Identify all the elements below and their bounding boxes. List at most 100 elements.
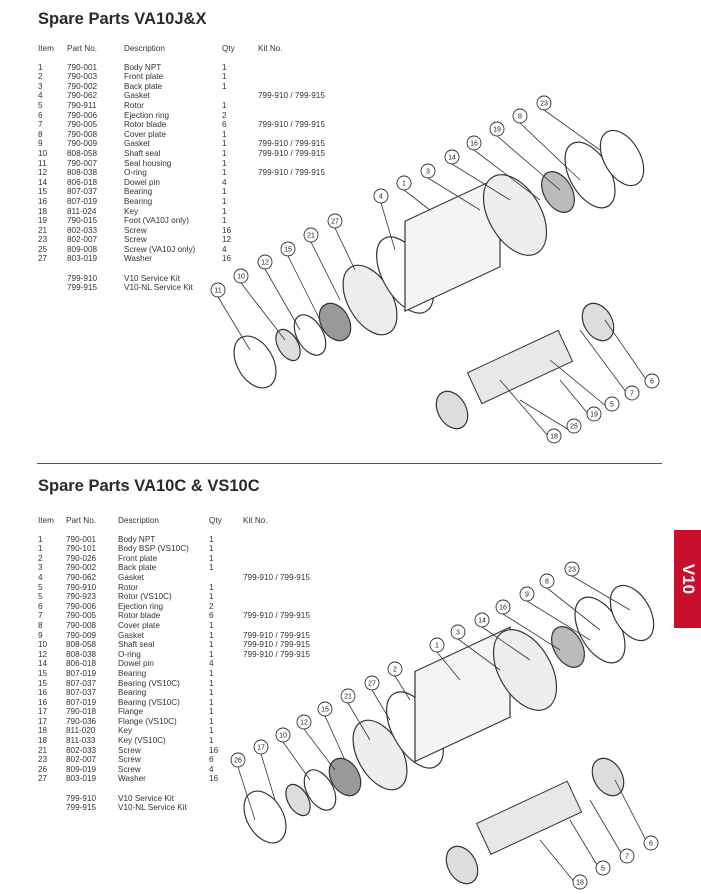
callout-number: 18 xyxy=(576,880,584,887)
header-qty: Qty xyxy=(222,44,235,53)
header-kit: Kit No. xyxy=(258,44,283,53)
callout-circle xyxy=(512,108,528,124)
callout-number: 10 xyxy=(279,733,287,740)
cell-desc: Front plate xyxy=(124,72,164,82)
cell-desc: O-ring xyxy=(118,649,141,659)
cell-part: 806-018 xyxy=(66,659,97,669)
callout-circle xyxy=(586,406,602,422)
cell-part: 811-033 xyxy=(66,736,96,746)
callout-number: 3 xyxy=(456,630,460,637)
cell-part: 802-007 xyxy=(66,755,97,765)
cell-part: 790-911 xyxy=(67,100,97,110)
callout-circle xyxy=(519,586,535,602)
cell-kit: 799-910 / 799-915 xyxy=(258,120,325,130)
cell-desc: Screw xyxy=(124,225,147,235)
cell-qty: 1 xyxy=(222,148,227,158)
cell-item: 3 xyxy=(38,81,43,91)
leader-line xyxy=(473,149,541,201)
cell-desc: Body BSP (VS10C) xyxy=(118,544,189,554)
leader-line xyxy=(549,359,613,412)
header-item: Item xyxy=(38,44,54,53)
callout-number: 25 xyxy=(570,424,578,431)
cell-qty: 1 xyxy=(209,640,214,650)
callout-number: 6 xyxy=(649,841,653,848)
cell-qty: 1 xyxy=(222,72,227,82)
cell-item: 12 xyxy=(38,649,48,659)
cell-qty: 1 xyxy=(222,206,227,216)
cell-item: 17 xyxy=(38,707,48,717)
leader-line xyxy=(334,227,356,271)
callout-number: 17 xyxy=(257,745,265,752)
leader-line xyxy=(217,296,251,351)
bearing-part xyxy=(318,302,352,342)
cell-item: 18 xyxy=(38,206,48,216)
cell-item: 19 xyxy=(38,216,48,226)
callout-number: 11 xyxy=(214,288,221,295)
cell-part: 809-008 xyxy=(67,244,98,254)
header-item: Item xyxy=(38,516,54,525)
cell-desc: Gasket xyxy=(124,91,150,101)
o-ring-part xyxy=(303,769,337,811)
callout-circle xyxy=(396,175,412,191)
cover-plate-part xyxy=(599,129,645,187)
callout-circle xyxy=(624,385,640,401)
leader-line xyxy=(481,626,531,661)
cell-qty: 1 xyxy=(222,196,227,206)
callout-circle xyxy=(604,396,620,412)
cell-qty: 1 xyxy=(209,630,214,640)
cell-item: 14 xyxy=(38,659,48,669)
cell-qty: 1 xyxy=(209,582,214,592)
cell-part: 790-062 xyxy=(67,91,98,101)
callout-number: 26 xyxy=(234,758,242,765)
cell-desc: Bearing xyxy=(118,688,147,698)
cell-item: 7 xyxy=(38,611,43,621)
kit-desc: V10 Service Kit xyxy=(118,793,174,803)
cell-desc: Washer xyxy=(124,254,152,264)
cell-item: 26 xyxy=(38,764,48,774)
cell-part: 811-020 xyxy=(66,726,96,736)
cell-item: 4 xyxy=(38,572,43,582)
header-part: Part No. xyxy=(67,44,98,53)
cell-item: 1 xyxy=(38,62,43,72)
cell-qty: 6 xyxy=(222,120,227,130)
cell-qty: 1 xyxy=(209,736,214,746)
cell-item: 27 xyxy=(38,254,48,264)
cell-part: 808-058 xyxy=(66,640,97,650)
cell-part: 790-002 xyxy=(66,563,97,573)
kit-part: 799-910 xyxy=(67,273,98,283)
leader-line xyxy=(436,651,461,681)
callout-number: 12 xyxy=(300,720,308,727)
ejection-ring-part xyxy=(591,757,625,797)
cover-plate-part xyxy=(609,584,655,642)
cell-item: 18 xyxy=(38,726,48,736)
back-plate-part xyxy=(492,629,558,711)
cell-desc: Gasket xyxy=(118,630,144,640)
cell-part: 790-018 xyxy=(66,707,97,717)
cell-item: 15 xyxy=(38,668,48,678)
callout-circle xyxy=(327,213,343,229)
callout-number: 15 xyxy=(284,247,292,254)
callout-circle xyxy=(495,599,511,615)
callout-number: 16 xyxy=(470,141,478,148)
cell-item: 18 xyxy=(38,736,48,746)
cell-part: 790-062 xyxy=(66,572,97,582)
leader-line xyxy=(403,189,431,211)
cell-part: 790-009 xyxy=(67,139,98,149)
callout-number: 8 xyxy=(518,114,522,121)
cell-part: 790-008 xyxy=(67,129,98,139)
cell-desc: Bearing xyxy=(124,196,153,206)
cell-part: 790-005 xyxy=(67,120,98,130)
leader-line xyxy=(240,282,286,341)
cell-qty: 16 xyxy=(222,254,232,264)
section1-title: Spare Parts VA10J&X xyxy=(38,10,207,28)
leader-line xyxy=(237,766,256,821)
cell-qty: 1 xyxy=(222,100,227,110)
leader-line xyxy=(614,779,652,851)
cell-item: 8 xyxy=(38,129,43,139)
cell-item: 1 xyxy=(38,544,43,554)
shaft-seal-part xyxy=(285,783,311,817)
cell-kit: 799-910 / 799-915 xyxy=(243,611,310,621)
cell-item: 2 xyxy=(38,72,43,82)
callout-circle xyxy=(233,268,249,284)
cell-desc: Seal housing xyxy=(124,158,172,168)
